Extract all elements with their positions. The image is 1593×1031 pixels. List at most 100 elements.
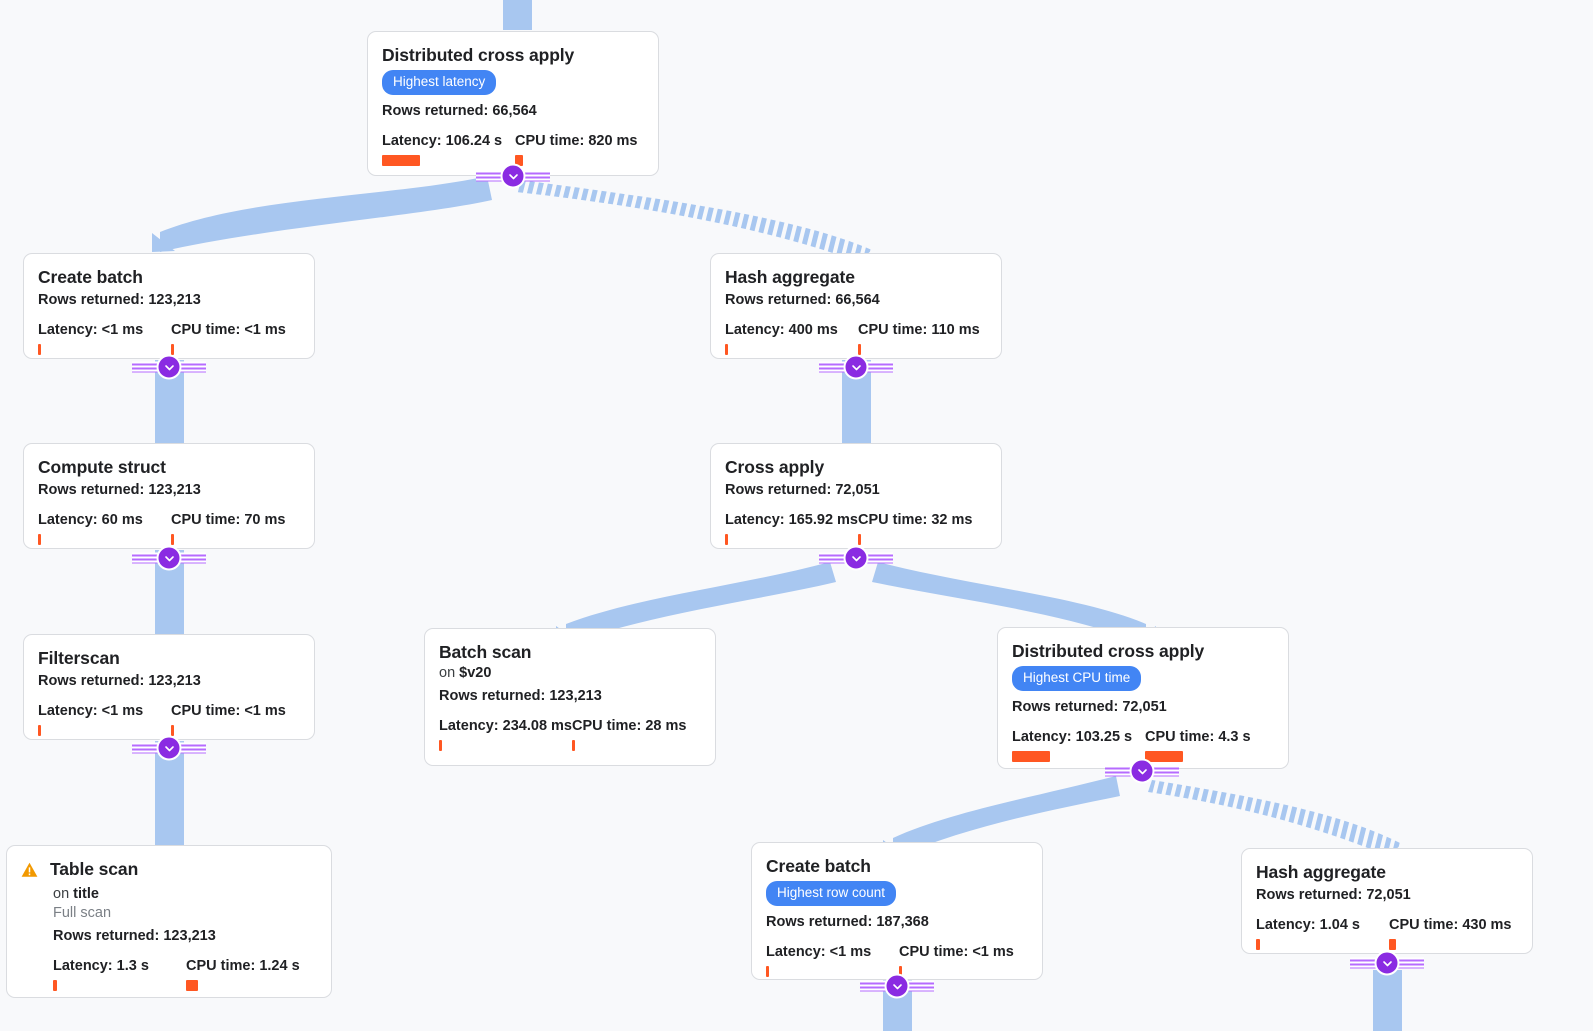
node-header: Filterscan Rows returned: 123,213 bbox=[38, 648, 300, 691]
node-metrics: Latency: <1 ms CPU time: <1 ms bbox=[38, 703, 300, 736]
node-metrics: Latency: 106.24 s CPU time: 820 ms bbox=[382, 133, 644, 166]
node-header: Create batch Rows returned: 123,213 bbox=[38, 267, 300, 310]
node-title: Create batch bbox=[38, 267, 143, 287]
edge-create-batch-to-compute-struct bbox=[155, 360, 184, 446]
toggle-collapse-filterscan[interactable] bbox=[132, 735, 206, 761]
node-title: Table scan bbox=[50, 859, 139, 879]
node-header: Create batch Highest row count Rows retu… bbox=[766, 856, 1028, 932]
cpu-label: CPU time: 70 ms bbox=[171, 512, 286, 528]
chevron-down-icon[interactable] bbox=[156, 545, 182, 571]
chevron-down-icon[interactable] bbox=[500, 163, 526, 189]
edge-cap-create-batch bbox=[152, 233, 175, 252]
toggle-collapse-create-batch-left[interactable] bbox=[132, 354, 206, 380]
node-header: Hash aggregate Rows returned: 66,564 bbox=[725, 267, 987, 310]
cpu-label: CPU time: 32 ms bbox=[858, 512, 973, 528]
rows-returned: Rows returned: 66,564 bbox=[725, 292, 880, 308]
edge-into-root bbox=[503, 0, 532, 30]
plan-node-hash-aggregate-upper[interactable]: Hash aggregate Rows returned: 66,564 Lat… bbox=[710, 253, 1002, 359]
rows-returned: Rows returned: 72,051 bbox=[1012, 698, 1167, 715]
toggle-collapse-hash-aggregate-upper[interactable] bbox=[819, 354, 893, 380]
latency-label: Latency: <1 ms bbox=[38, 703, 144, 719]
latency-bar bbox=[53, 980, 57, 991]
node-header: Hash aggregate Rows returned: 72,051 bbox=[1256, 862, 1518, 905]
cpu-bar bbox=[186, 980, 198, 991]
plan-node-table-scan[interactable]: Table scan on title Full scan Rows retur… bbox=[6, 845, 332, 998]
cpu-metric: CPU time: 430 ms bbox=[1389, 917, 1512, 950]
toggle-collapse-hash-aggregate-lower[interactable] bbox=[1350, 950, 1424, 976]
cpu-bar bbox=[1389, 939, 1396, 950]
rows-returned: Rows returned: 123,213 bbox=[439, 688, 602, 704]
plan-node-filterscan[interactable]: Filterscan Rows returned: 123,213 Latenc… bbox=[23, 634, 315, 740]
plan-node-distributed-cross-apply-lower[interactable]: Distributed cross apply Highest CPU time… bbox=[997, 627, 1289, 769]
rows-returned: Rows returned: 123,213 bbox=[38, 673, 201, 689]
cpu-label: CPU time: 430 ms bbox=[1389, 917, 1512, 933]
node-metrics: Latency: <1 ms CPU time: <1 ms bbox=[38, 322, 300, 355]
chevron-down-icon[interactable] bbox=[843, 354, 869, 380]
node-title: Batch scan bbox=[439, 642, 532, 662]
cpu-metric: CPU time: <1 ms bbox=[171, 703, 286, 736]
toggle-collapse-distributed-cross-apply-root[interactable] bbox=[476, 163, 550, 189]
warning-icon bbox=[21, 862, 38, 883]
cpu-label: CPU time: <1 ms bbox=[171, 703, 286, 719]
toggle-collapse-create-batch-lower[interactable] bbox=[860, 973, 934, 999]
latency-label: Latency: 234.08 ms bbox=[439, 718, 572, 734]
cpu-metric: CPU time: 32 ms bbox=[858, 512, 972, 545]
cpu-metric: CPU time: 70 ms bbox=[171, 512, 285, 545]
latency-metric: Latency: 1.04 s bbox=[1256, 917, 1389, 950]
chevron-down-icon[interactable] bbox=[156, 354, 182, 380]
on-prefix: on bbox=[53, 886, 70, 902]
cpu-metric: CPU time: 28 ms bbox=[572, 718, 686, 751]
plan-node-hash-aggregate-lower[interactable]: Hash aggregate Rows returned: 72,051 Lat… bbox=[1241, 848, 1533, 954]
chevron-down-icon[interactable] bbox=[843, 545, 869, 571]
plan-node-cross-apply[interactable]: Cross apply Rows returned: 72,051 Latenc… bbox=[710, 443, 1002, 549]
rows-returned: Rows returned: 123,213 bbox=[38, 482, 201, 498]
toggle-collapse-compute-struct[interactable] bbox=[132, 545, 206, 571]
node-header: Distributed cross apply Highest latency … bbox=[382, 45, 644, 121]
scan-target-value: $v20 bbox=[459, 665, 492, 681]
cpu-bar bbox=[858, 344, 861, 355]
node-metrics: Latency: 234.08 ms CPU time: 28 ms bbox=[439, 718, 701, 751]
cpu-bar bbox=[171, 534, 174, 545]
node-header: Compute struct Rows returned: 123,213 bbox=[38, 457, 300, 500]
plan-node-distributed-cross-apply-root[interactable]: Distributed cross apply Highest latency … bbox=[367, 31, 659, 176]
latency-metric: Latency: <1 ms bbox=[38, 703, 171, 736]
latency-bar bbox=[1256, 939, 1260, 950]
cpu-label: CPU time: <1 ms bbox=[899, 943, 1014, 960]
node-metrics: Latency: 103.25 s CPU time: 4.3 s bbox=[1012, 729, 1274, 762]
cpu-label: CPU time: <1 ms bbox=[171, 322, 286, 338]
plan-node-batch-scan[interactable]: Batch scan on $v20 Rows returned: 123,21… bbox=[424, 628, 716, 766]
latency-label: Latency: <1 ms bbox=[38, 322, 144, 338]
chevron-down-icon[interactable] bbox=[1374, 950, 1400, 976]
toggle-collapse-cross-apply[interactable] bbox=[819, 545, 893, 571]
status-badge: Highest CPU time bbox=[1012, 666, 1142, 691]
latency-bar bbox=[38, 344, 41, 355]
cpu-metric: CPU time: 4.3 s bbox=[1145, 729, 1251, 762]
latency-metric: Latency: 1.3 s bbox=[53, 958, 186, 991]
plan-node-create-batch-left[interactable]: Create batch Rows returned: 123,213 Late… bbox=[23, 253, 315, 359]
cpu-metric: CPU time: <1 ms bbox=[899, 944, 1014, 977]
edge-dca-to-create-batch-lower bbox=[893, 776, 1120, 858]
chevron-down-icon[interactable] bbox=[156, 735, 182, 761]
cpu-label: CPU time: 820 ms bbox=[515, 132, 638, 149]
on-prefix: on bbox=[439, 665, 456, 681]
latency-metric: Latency: 103.25 s bbox=[1012, 729, 1145, 762]
latency-label: Latency: 400 ms bbox=[725, 322, 838, 338]
plan-node-compute-struct[interactable]: Compute struct Rows returned: 123,213 La… bbox=[23, 443, 315, 549]
latency-metric: Latency: 400 ms bbox=[725, 322, 858, 355]
chevron-down-icon[interactable] bbox=[884, 973, 910, 999]
edge-filterscan-to-table-scan bbox=[155, 741, 184, 845]
rows-returned: Rows returned: 123,213 bbox=[53, 928, 216, 944]
node-title: Cross apply bbox=[725, 457, 825, 477]
toggle-collapse-distributed-cross-apply-lower[interactable] bbox=[1105, 758, 1179, 784]
rows-returned: Rows returned: 72,051 bbox=[725, 482, 880, 498]
node-title: Compute struct bbox=[38, 457, 166, 477]
plan-node-create-batch-lower[interactable]: Create batch Highest row count Rows retu… bbox=[751, 842, 1043, 980]
scan-target: on $v20 bbox=[439, 664, 701, 683]
cpu-metric: CPU time: <1 ms bbox=[171, 322, 286, 355]
rows-returned: Rows returned: 123,213 bbox=[38, 292, 201, 308]
edge-compute-struct-to-filterscan bbox=[155, 550, 184, 637]
node-title: Hash aggregate bbox=[725, 267, 855, 287]
latency-bar bbox=[38, 534, 41, 545]
chevron-down-icon[interactable] bbox=[1129, 758, 1155, 784]
